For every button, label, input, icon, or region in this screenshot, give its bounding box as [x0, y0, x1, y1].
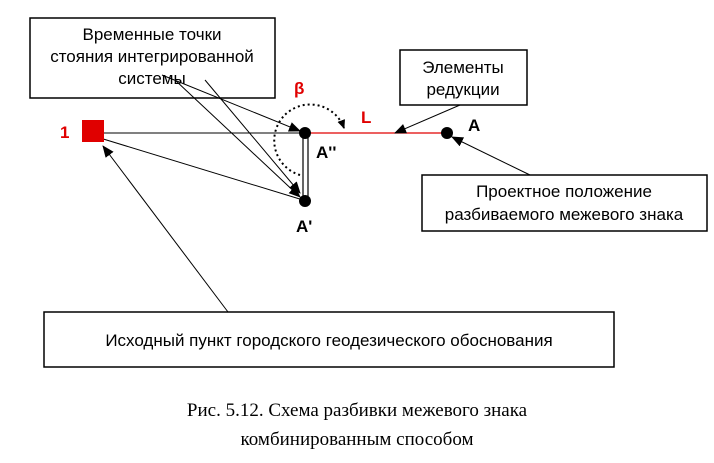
A-label: A	[468, 116, 480, 135]
design-position-line-2: разбиваемого межевого знака	[445, 205, 684, 224]
design-position-box: Проектное положение разбиваемого межевог…	[421, 174, 708, 232]
arrow-to-A	[451, 136, 531, 176]
point-1-marker	[82, 120, 104, 142]
point-1-label: 1	[60, 123, 69, 142]
L-label: L	[361, 108, 371, 127]
point-A-prime-marker	[299, 195, 311, 207]
arrow-to-A-prime-1	[174, 79, 301, 198]
arrow-to-A-double-prime-1	[161, 74, 301, 132]
arrow-to-point-1	[102, 145, 229, 313]
beta-angle-arc	[273, 103, 345, 176]
reduction-elements-box: Элементы редукции	[399, 49, 528, 106]
A-prime-label: A'	[296, 217, 312, 236]
caption-line-2: комбинированным способом	[241, 429, 474, 450]
arrow-to-A-prime-2	[204, 79, 301, 194]
temporary-points-line-3: системы	[118, 69, 185, 88]
temporary-points-box: Временные точки стояния интегрированной …	[29, 17, 276, 99]
arrow-to-L	[394, 104, 461, 134]
point-A-double-prime-marker	[299, 127, 311, 139]
reduction-elements-line-1: Элементы	[422, 58, 504, 77]
point-A-marker	[441, 127, 453, 139]
design-position-line-1: Проектное положение	[476, 182, 652, 201]
temporary-points-line-2: стояния интегрированной	[50, 47, 254, 66]
reduction-elements-line-2: редукции	[426, 80, 499, 99]
caption-line-1: Рис. 5.12. Схема разбивки межевого знака	[187, 400, 528, 421]
temporary-points-line-1: Временные точки	[82, 25, 221, 44]
A-double-prime-label: A''	[316, 143, 336, 162]
line-1-to-A-prime	[99, 137, 304, 201]
source-point-line: Исходный пункт городского геодезического…	[105, 331, 552, 350]
source-point-box: Исходный пункт городского геодезического…	[43, 311, 615, 368]
beta-label: β	[294, 79, 304, 98]
